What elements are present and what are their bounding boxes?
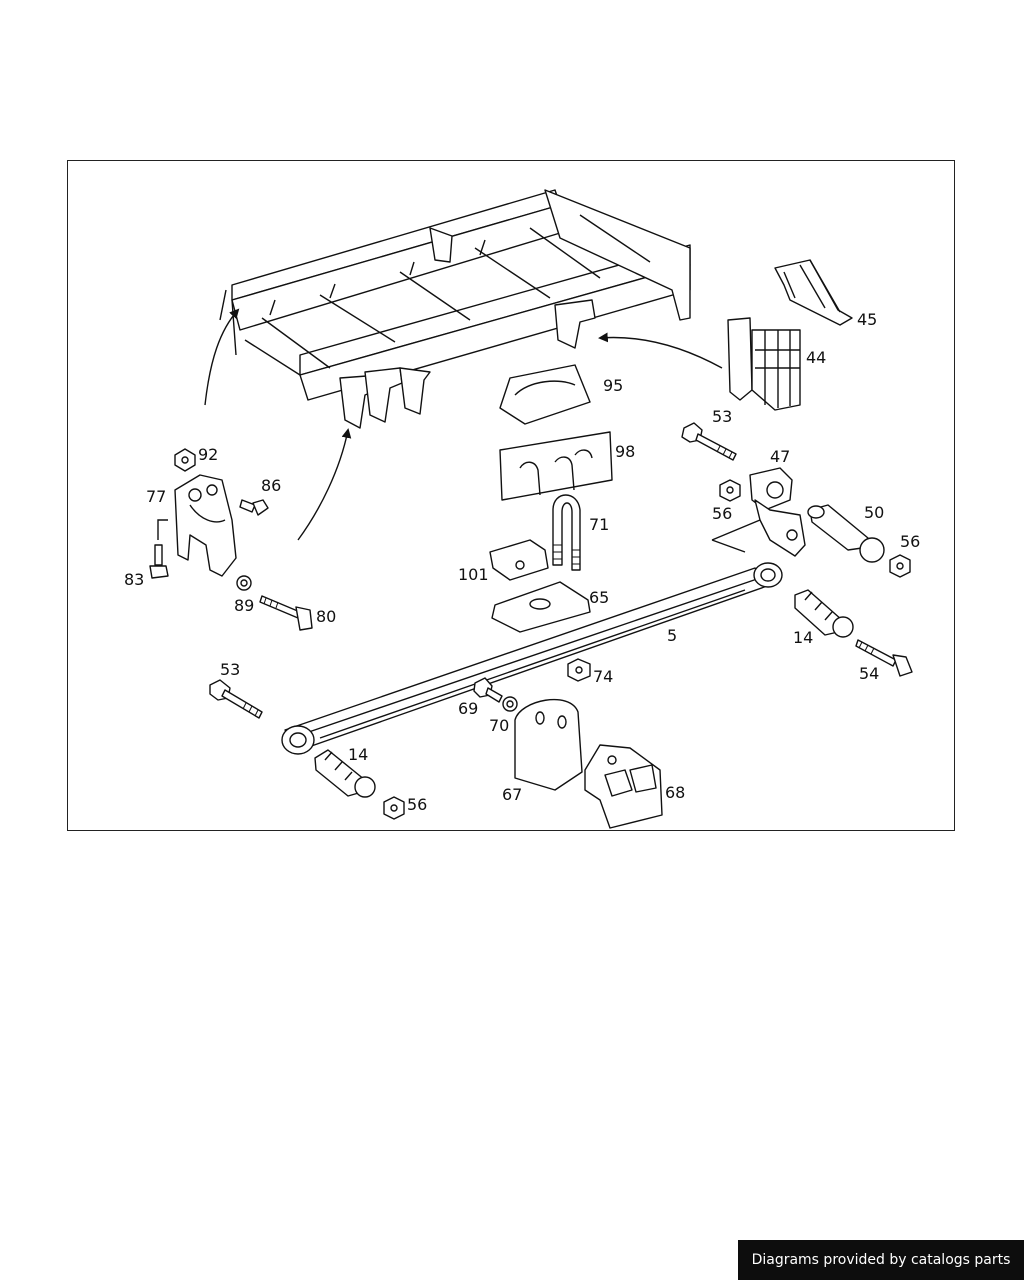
callout-86: 86 (261, 476, 281, 495)
part-68-clamp (584, 744, 663, 829)
part-69-bolt (473, 677, 503, 703)
callout-92: 92 (198, 445, 218, 464)
leader-77 (157, 519, 168, 540)
callout-69: 69 (458, 699, 478, 718)
part-71-ubolt (552, 494, 581, 571)
part-50-bushing (807, 504, 885, 563)
callout-65: 65 (589, 588, 609, 607)
callout-71: 71 (589, 515, 609, 534)
callout-45: 45 (857, 310, 877, 329)
part-54-bolt (855, 639, 913, 677)
part-56-nut-upper (719, 479, 741, 502)
callout-70: 70 (489, 716, 509, 735)
callout-50: 50 (864, 503, 884, 522)
callout-67: 67 (502, 785, 522, 804)
callout-44: 44 (806, 348, 826, 367)
callout-53-lower: 53 (220, 660, 240, 679)
arrow-77-to-frame (204, 308, 240, 406)
part-95-plate (499, 364, 591, 425)
callout-83: 83 (124, 570, 144, 589)
callout-77: 77 (146, 487, 166, 506)
callout-101: 101 (458, 565, 489, 584)
part-14-bushing-left (314, 749, 376, 798)
part-5-leaf-spring (281, 562, 783, 755)
callout-95: 95 (603, 376, 623, 395)
part-47-shackle (711, 467, 806, 557)
callout-47: 47 (770, 447, 790, 466)
callout-14-right: 14 (793, 628, 813, 647)
callout-98: 98 (615, 442, 635, 461)
callout-68: 68 (665, 783, 685, 802)
callout-14-left: 14 (348, 745, 368, 764)
callout-56-right: 56 (900, 532, 920, 551)
callout-89: 89 (234, 596, 254, 615)
part-70-washer (502, 696, 518, 712)
part-53-bolt-lower (209, 679, 263, 719)
part-92-nut (174, 448, 196, 472)
footer-credit: Diagrams provided by catalogs parts (738, 1240, 1024, 1280)
callout-54: 54 (859, 664, 879, 683)
part-80-bolt (259, 595, 313, 631)
part-65-pad (491, 581, 591, 633)
part-53-bolt-upper (681, 422, 737, 461)
part-56-nut-right (889, 554, 911, 578)
callout-74: 74 (593, 667, 613, 686)
part-77-bracket (174, 474, 237, 577)
part-86-bolt (239, 499, 269, 516)
arrow-bracket-to-frame (297, 428, 352, 541)
part-74-nut (567, 658, 591, 682)
callout-5: 5 (667, 626, 677, 645)
part-14-bushing-right (794, 589, 854, 638)
callout-56-lower: 56 (407, 795, 427, 814)
part-89-washer (236, 575, 252, 591)
part-101-spacer (489, 539, 549, 581)
part-98-plate (499, 431, 613, 501)
chassis-frame (219, 189, 691, 429)
part-67-cover (514, 698, 583, 791)
part-45-bracket (774, 259, 853, 326)
part-56-nut-lower (383, 796, 405, 820)
callout-53-upper: 53 (712, 407, 732, 426)
arrow-44-to-frame (598, 332, 723, 369)
callout-56-upper: 56 (712, 504, 732, 523)
part-44-bracket (727, 317, 801, 411)
part-83-bolt (149, 544, 169, 579)
diagram-frame (67, 160, 955, 831)
callout-80: 80 (316, 607, 336, 626)
